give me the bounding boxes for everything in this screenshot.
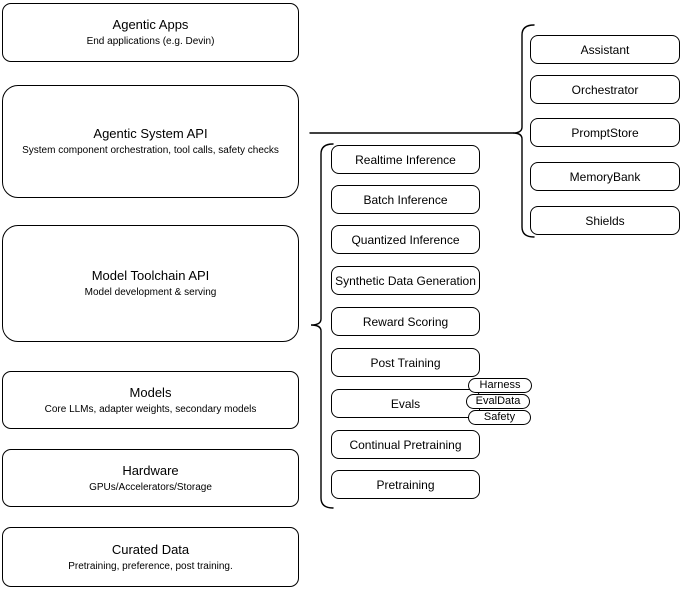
layer-title: Curated Data — [111, 541, 190, 557]
layer-subtitle: End applications (e.g. Devin) — [86, 36, 215, 47]
node-promptstore: PromptStore — [530, 118, 680, 147]
system-components-bracket — [512, 24, 535, 238]
node-quantized-inference: Quantized Inference — [331, 225, 480, 254]
layer-hardware: Hardware GPUs/Accelerators/Storage — [2, 449, 299, 507]
node-evals: Evals — [331, 389, 480, 418]
node-pretraining: Pretraining — [331, 470, 480, 499]
layer-agentic-system-api: Agentic System API System component orch… — [2, 85, 299, 198]
node-reward-scoring: Reward Scoring — [331, 307, 480, 336]
node-post-training: Post Training — [331, 348, 480, 377]
node-synthetic-data-generation: Synthetic Data Generation — [331, 266, 480, 295]
layer-models: Models Core LLMs, adapter weights, secon… — [2, 371, 299, 429]
layer-title: Agentic System API — [93, 126, 208, 141]
node-memorybank: MemoryBank — [530, 162, 680, 191]
layer-agentic-apps: Agentic Apps End applications (e.g. Devi… — [2, 3, 299, 62]
layer-title: Models — [129, 384, 172, 400]
layer-subtitle: Pretraining, preference, post training. — [68, 560, 233, 572]
layer-title: Hardware — [122, 462, 179, 478]
toolchain-bracket — [310, 143, 334, 509]
node-batch-inference: Batch Inference — [331, 185, 480, 214]
layer-title: Agentic Apps — [112, 17, 189, 32]
layer-subtitle: System component orchestration, tool cal… — [22, 145, 279, 156]
node-orchestrator: Orchestrator — [530, 75, 680, 104]
node-continual-pretraining: Continual Pretraining — [331, 430, 480, 459]
node-realtime-inference: Realtime Inference — [331, 145, 480, 174]
layer-title: Model Toolchain API — [91, 268, 210, 283]
tag-safety: Safety — [468, 410, 531, 425]
node-assistant: Assistant — [530, 35, 680, 64]
tag-evaldata: EvalData — [466, 394, 530, 409]
layer-subtitle: Core LLMs, adapter weights, secondary mo… — [44, 403, 257, 415]
tag-harness: Harness — [468, 378, 532, 393]
layer-subtitle: GPUs/Accelerators/Storage — [89, 481, 212, 493]
layer-curated-data: Curated Data Pretraining, preference, po… — [2, 527, 299, 587]
layer-model-toolchain-api: Model Toolchain API Model development & … — [2, 225, 299, 342]
layer-subtitle: Model development & serving — [84, 287, 217, 298]
node-shields: Shields — [530, 206, 680, 235]
